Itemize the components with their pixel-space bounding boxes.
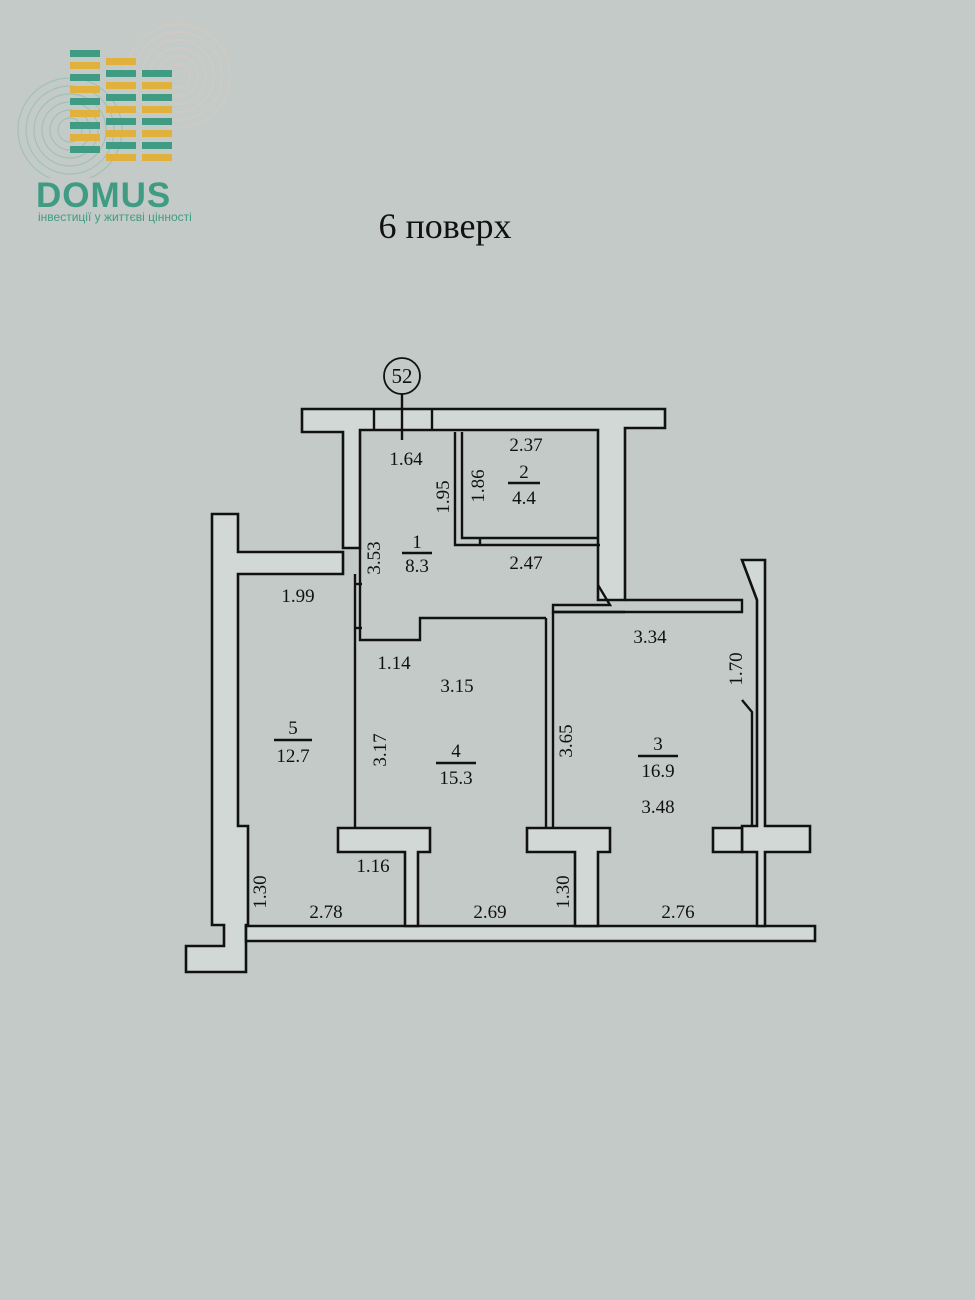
dimension-label: 1.70 (726, 652, 747, 685)
floor-title: 6 поверх (378, 206, 512, 246)
wall-corridor (358, 548, 546, 642)
room-number: 2 (519, 462, 529, 483)
wall-room3 (741, 699, 754, 826)
dimension-label: 3.15 (440, 676, 473, 697)
dimension-label: 1.30 (250, 875, 271, 908)
dimension-label: 1.30 (553, 875, 574, 908)
apartment-marker-circle (383, 357, 421, 395)
balcony-pillar (711, 826, 744, 854)
dimension-label: 3.34 (633, 627, 667, 648)
room-number: 5 (288, 718, 298, 739)
dimension-label: 2.47 (509, 553, 542, 574)
room-number: 1 (412, 532, 422, 553)
dimension-label: 3.17 (370, 733, 391, 766)
dimension-label: 3.48 (641, 797, 674, 818)
wall-bathroom (453, 432, 600, 547)
room-area: 12.7 (276, 746, 309, 767)
dimension-label: 2.69 (473, 902, 506, 923)
room-number: 4 (451, 741, 461, 762)
room-area: 15.3 (439, 768, 472, 789)
balcony-pillar (525, 826, 612, 928)
room-area: 16.9 (641, 761, 674, 782)
wall-room3 (553, 598, 744, 614)
balcony-pillar (336, 826, 432, 928)
wall-bathroom (460, 432, 598, 540)
room-area: 8.3 (405, 556, 429, 577)
dimension-label: 2.76 (661, 902, 694, 923)
dimension-label: 1.14 (377, 653, 411, 674)
dimension-label: 2.78 (309, 902, 342, 923)
apartment-number: 52 (392, 364, 413, 388)
dimension-label: 1.86 (468, 469, 489, 502)
wall-top (300, 407, 667, 602)
logo-wordmark: DOMUS (36, 176, 172, 215)
room-area: 4.4 (512, 488, 536, 509)
dimension-label: 3.65 (556, 724, 577, 757)
dimension-label: 1.64 (389, 449, 423, 470)
wall-right (740, 558, 812, 928)
dimension-label: 3.53 (364, 541, 385, 574)
dimension-label: 1.95 (433, 480, 454, 513)
logo-tagline: інвестиції у життєві цінності (38, 210, 192, 224)
dimension-label: 1.99 (281, 586, 314, 607)
dimension-label: 2.37 (509, 435, 542, 456)
room-number: 3 (653, 734, 663, 755)
dimension-label: 1.16 (356, 856, 389, 877)
domus-logo-icon (17, 23, 231, 178)
wall-bottom (244, 924, 817, 943)
